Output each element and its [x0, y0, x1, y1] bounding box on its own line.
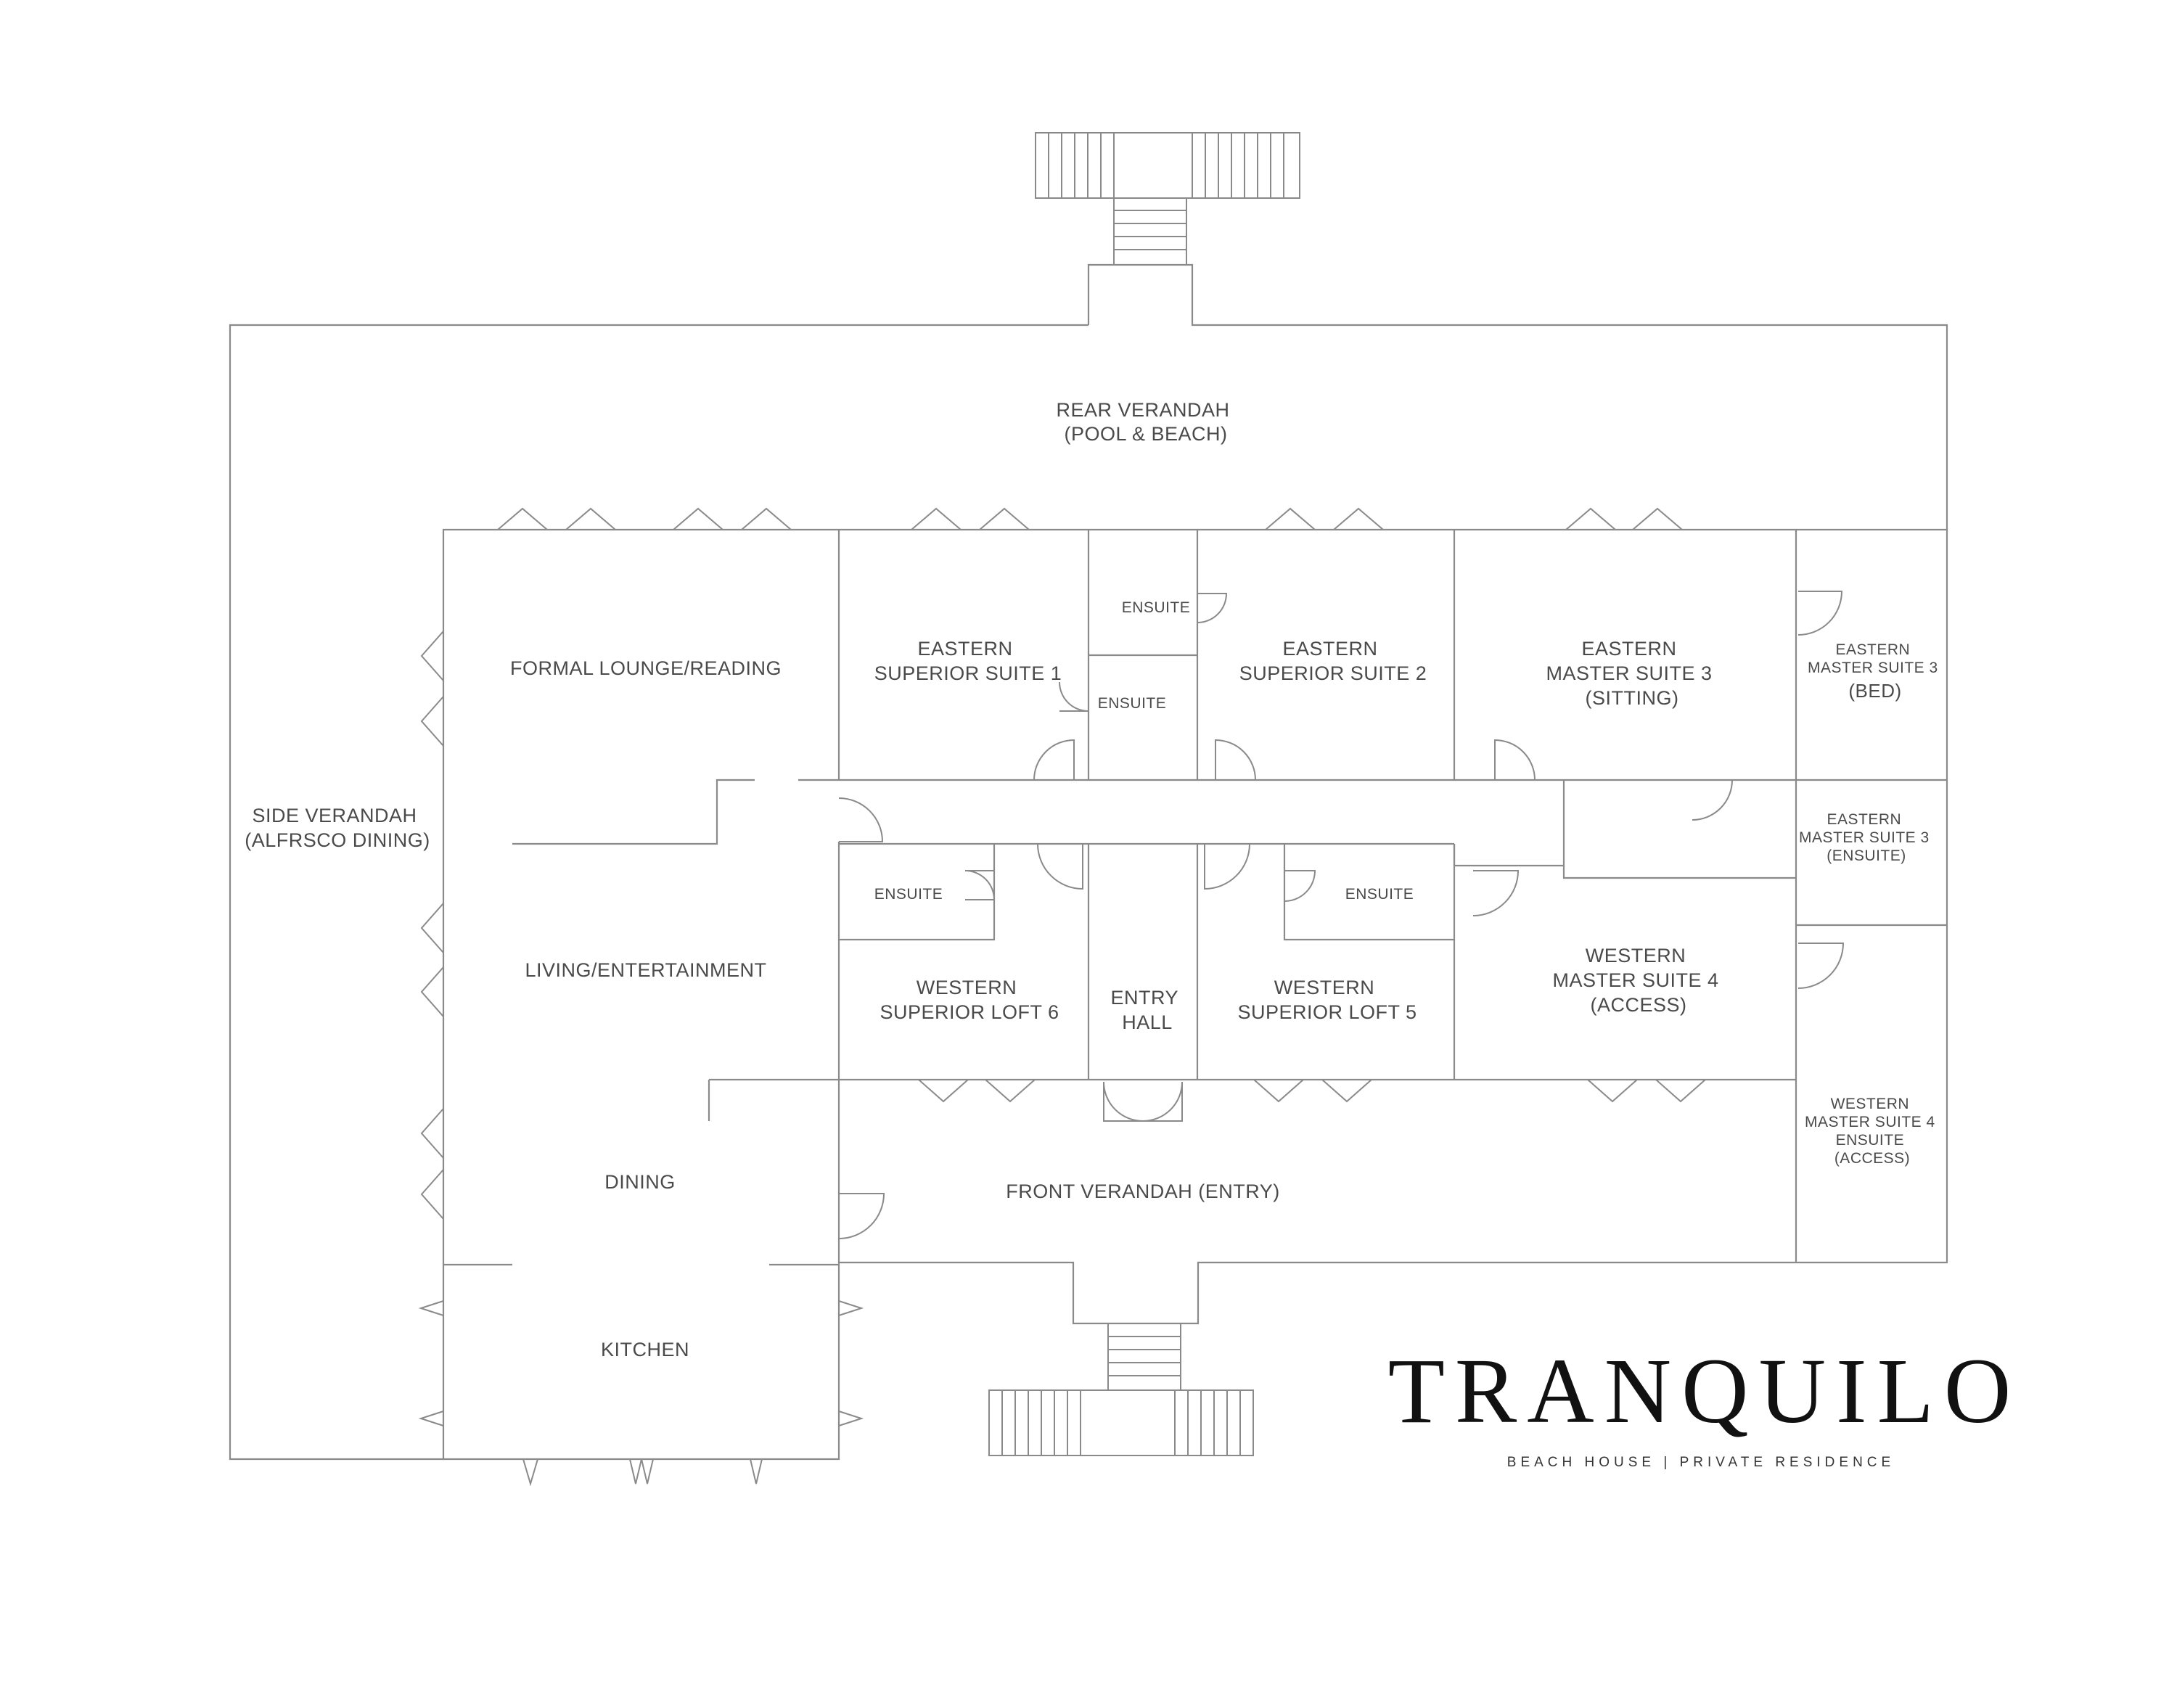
label-eastern-master-suite-3-ensuite: EASTERN MASTER SUITE 3 (ENSUITE) — [1799, 811, 1934, 864]
label-ensuite-mid: ENSUITE — [1098, 695, 1167, 712]
label-western-superior-loft-6: WESTERN SUPERIOR LOFT 6 — [880, 977, 1059, 1023]
label-western-master-suite-4: WESTERN MASTER SUITE 4 (ACCESS) — [1552, 945, 1724, 1016]
label-eastern-master-suite-3-sitting: EASTERN MASTER SUITE 3 (SITTING) — [1546, 638, 1718, 709]
outer-verandah-boundary — [1087, 263, 1948, 530]
bifold-doors — [418, 507, 1706, 1487]
label-rear-verandah: REAR VERANDAH (POOL & BEACH) — [1056, 399, 1235, 445]
label-side-verandah: SIDE VERANDAH (ALFRSCO DINING) — [245, 805, 430, 851]
label-ensuite-loft-5: ENSUITE — [1345, 886, 1414, 903]
label-eastern-master-suite-3-bed: EASTERN MASTER SUITE 3 (BED) — [1808, 641, 1943, 702]
label-living: LIVING/ENTERTAINMENT — [525, 959, 766, 981]
label-eastern-superior-suite-1: EASTERN SUPERIOR SUITE 1 — [874, 638, 1062, 684]
label-entry-hall: ENTRY HALL — [1110, 987, 1184, 1033]
swing-doors — [838, 591, 1845, 1239]
brand-name: TRANQUILO — [1388, 1339, 2022, 1442]
label-formal-lounge: FORMAL LOUNGE/READING — [510, 657, 782, 679]
label-ensuite-top: ENSUITE — [1122, 599, 1191, 616]
label-dining: DINING — [604, 1171, 676, 1193]
label-western-superior-loft-5: WESTERN SUPERIOR LOFT 5 — [1237, 977, 1417, 1023]
label-kitchen: KITCHEN — [601, 1339, 689, 1360]
walls — [229, 263, 1948, 1461]
brand-block: TRANQUILO BEACH HOUSE | PRIVATE RESIDENC… — [1388, 1339, 2022, 1470]
brand-tagline: BEACH HOUSE | PRIVATE RESIDENCE — [1507, 1455, 1895, 1470]
label-ensuite-loft-6: ENSUITE — [874, 886, 943, 903]
house-outline — [442, 528, 1948, 1461]
room-labels: REAR VERANDAH (POOL & BEACH) SIDE VERAND… — [245, 399, 1943, 1360]
label-eastern-superior-suite-2: EASTERN SUPERIOR SUITE 2 — [1239, 638, 1427, 684]
front-stairs — [988, 1323, 1254, 1456]
rear-stairs — [1035, 132, 1300, 266]
label-western-master-suite-4-ensuite: WESTERN MASTER SUITE 4 ENSUITE (ACCESS) — [1805, 1096, 1940, 1167]
label-front-verandah: FRONT VERANDAH (ENTRY) — [1006, 1181, 1280, 1202]
